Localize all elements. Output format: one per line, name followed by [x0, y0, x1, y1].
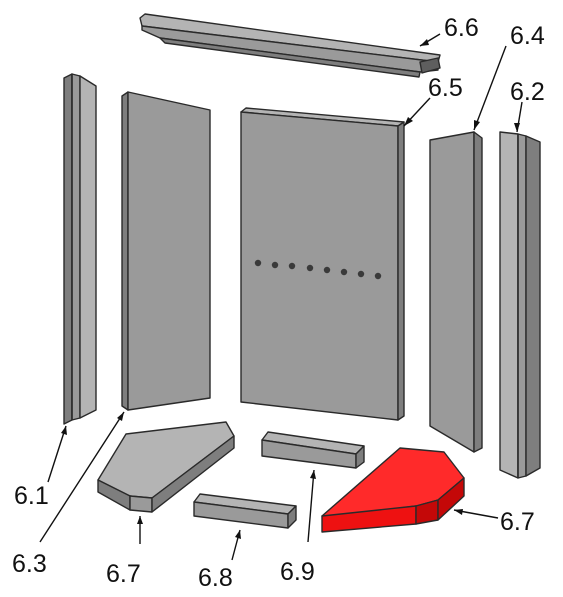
back-plate-holes	[254, 259, 382, 280]
left-rear-strip	[63, 73, 97, 425]
label-front-floor-bar: 6.8	[198, 564, 233, 592]
label-rear-floor-bar: 6.9	[280, 558, 315, 586]
part-labels: 6.6 6.5 6.4 6.2 6.1 6.3 6.7 6.8 6.9 6.7	[12, 14, 545, 592]
leader-lines	[39, 33, 523, 561]
label-right-floor-plate: 6.7	[500, 508, 535, 536]
label-back-plate: 6.5	[428, 74, 463, 102]
label-left-side-plate: 6.3	[12, 550, 47, 578]
label-right-rear-strip: 6.2	[510, 78, 545, 106]
top-plate	[139, 13, 441, 78]
right-rear-strip	[499, 131, 541, 479]
label-left-floor-plate: 6.7	[106, 560, 141, 588]
left-floor-plate	[97, 421, 235, 513]
right-floor-plate-highlighted	[321, 447, 465, 533]
rear-floor-bar	[261, 431, 365, 469]
label-left-rear-strip: 6.1	[14, 482, 49, 510]
label-right-side-plate: 6.4	[510, 22, 545, 50]
right-side-plate	[429, 131, 483, 453]
front-floor-bar	[193, 493, 297, 529]
left-side-plate	[121, 91, 211, 411]
back-plate	[240, 107, 405, 421]
label-top-plate: 6.6	[444, 14, 479, 42]
